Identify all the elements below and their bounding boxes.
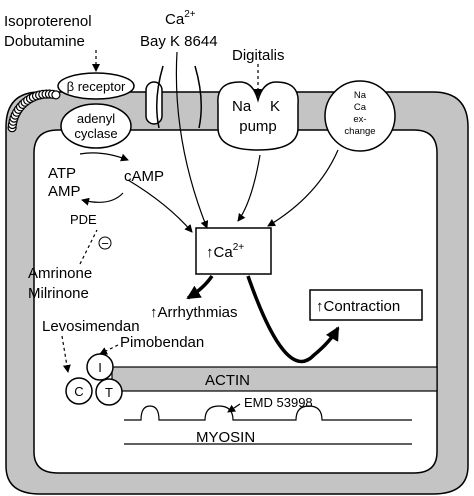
beta-receptor-label: β receptor bbox=[67, 79, 126, 94]
arrhythmias-label: ↑Arrhythmias bbox=[150, 304, 238, 321]
levosimendan-label: Levosimendan bbox=[42, 318, 140, 335]
emd-arrow bbox=[227, 403, 241, 413]
actin-label: ACTIN bbox=[205, 372, 250, 389]
troponin-c-label: C bbox=[74, 384, 83, 399]
sr-vesicle bbox=[51, 90, 61, 100]
troponin-t-label: T bbox=[105, 385, 113, 400]
calcium-box bbox=[195, 227, 272, 275]
milrinone-label: Milrinone bbox=[28, 285, 89, 302]
cell-membrane bbox=[5, 91, 469, 495]
isoproterenol-label: Isoproterenol bbox=[4, 13, 92, 30]
camp-label: cAMP bbox=[124, 168, 164, 185]
digitalis-label: Digitalis bbox=[232, 47, 285, 64]
sarcoplasmic-reticulum bbox=[7, 89, 61, 133]
exch-ex-label: ex- bbox=[353, 114, 366, 125]
troponin-t bbox=[95, 378, 123, 406]
camp-degradation-arrow bbox=[81, 192, 124, 206]
arrhythmia-arrow bbox=[186, 275, 214, 300]
atp-label: ATP bbox=[48, 165, 76, 182]
pump-to-ca-arrow bbox=[237, 154, 261, 222]
pump-k-label: K bbox=[270, 98, 280, 115]
adenyl-cyclase bbox=[60, 103, 132, 149]
inhibit-icon bbox=[98, 236, 112, 250]
contraction-label: ↑Contraction bbox=[316, 298, 400, 315]
ca-ion-label: Ca2+ bbox=[165, 9, 196, 28]
actin-filament bbox=[111, 366, 438, 392]
inhibit-symbol: − bbox=[101, 236, 109, 251]
membrane-channel bbox=[145, 81, 163, 125]
exchanger-to-ca-arrow bbox=[267, 149, 339, 227]
levosimendan-arrow bbox=[61, 335, 71, 373]
exch-change-label: change bbox=[344, 126, 375, 137]
contraction-box bbox=[309, 289, 423, 321]
dobutamine-label: Dobutamine bbox=[4, 33, 85, 50]
na-ca-exchanger bbox=[324, 80, 396, 152]
pde-inhibition-line bbox=[79, 229, 98, 265]
ca-channel-left bbox=[156, 65, 164, 129]
na-k-pump bbox=[217, 81, 299, 151]
troponin-i-label: I bbox=[98, 360, 102, 375]
troponin-c bbox=[65, 377, 93, 405]
exch-ca-label: Ca bbox=[354, 102, 367, 113]
bay-k-label: Bay K 8644 bbox=[140, 33, 218, 50]
ca-influx-arrow bbox=[175, 51, 209, 229]
calcium-box-label: ↑Ca2+ bbox=[206, 242, 244, 261]
pump-na-label: Na bbox=[232, 98, 252, 115]
amp-label: AMP bbox=[48, 183, 81, 200]
cyclase-to-camp-arrow bbox=[79, 152, 129, 162]
pimobendan-label: Pimobendan bbox=[120, 334, 204, 351]
emd-label: EMD 53998 bbox=[244, 395, 313, 410]
camp-to-ca-arrow bbox=[127, 179, 193, 233]
cyclase-label: cyclase bbox=[74, 126, 117, 141]
adenyl-label: adenyl bbox=[77, 111, 115, 126]
pde-label: PDE bbox=[70, 212, 97, 227]
contraction-arrow bbox=[246, 275, 340, 364]
troponin-i bbox=[86, 353, 114, 381]
pimobendan-arrow bbox=[99, 344, 119, 355]
ca-channel-right bbox=[194, 65, 202, 129]
exch-na-label: Na bbox=[354, 90, 367, 101]
amrinone-label: Amrinone bbox=[28, 265, 92, 282]
pump-label: pump bbox=[239, 118, 277, 135]
beta-receptor bbox=[57, 72, 135, 100]
myosin-label: MYOSIN bbox=[196, 429, 255, 446]
myosin-filament bbox=[124, 405, 412, 445]
